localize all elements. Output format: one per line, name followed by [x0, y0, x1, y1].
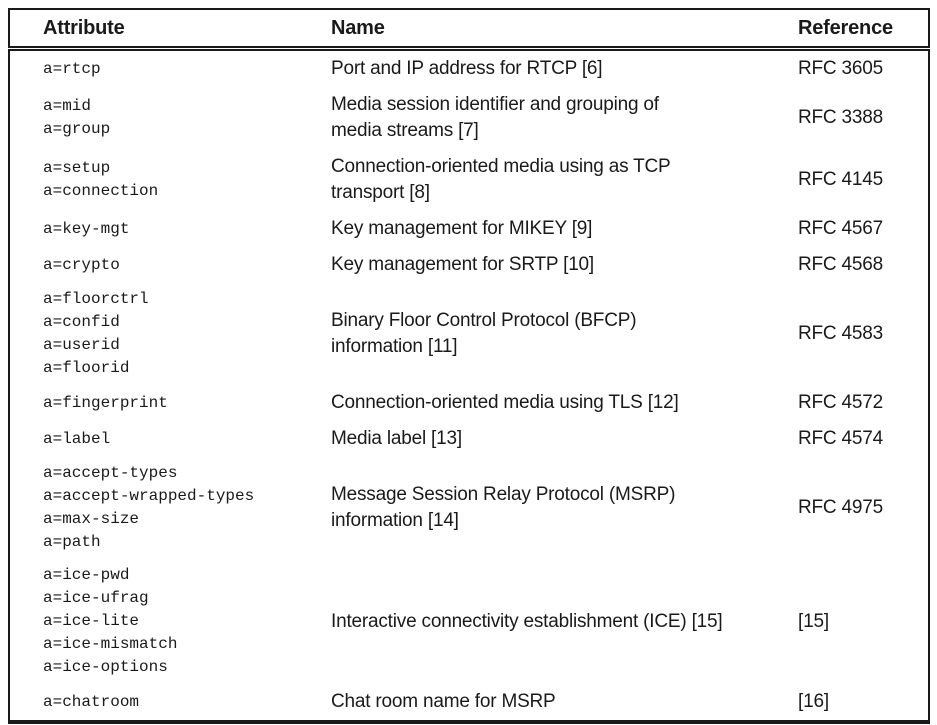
name-text-line: Key management for MIKEY [9]: [331, 218, 593, 239]
table-row: a=mid a=group Media session identifier an…: [9, 87, 929, 149]
attribute-code: a=ice-pwd: [43, 566, 130, 584]
cell-name: Media label [13]: [331, 421, 798, 457]
attribute-code: a=fingerprint: [43, 393, 168, 412]
name-text-line: Binary Floor Control Protocol (BFCP): [331, 310, 637, 331]
sdp-attribute-table: Attribute Name Reference a=rtcp Port and…: [8, 8, 930, 724]
table-row: a=setup a=connection Connection-oriented …: [9, 149, 929, 211]
name-text-line: Media label [13]: [331, 428, 462, 449]
name-text-line: Connection-oriented media using TLS [12]: [331, 392, 679, 413]
column-header-name: Name: [331, 9, 798, 51]
cell-reference: [15]: [798, 610, 829, 632]
table-row: a=chatroom Chat room name for MSRP [16]: [9, 684, 929, 722]
cell-name: Chat room name for MSRP: [331, 684, 798, 722]
cell-attribute: a=setup a=connection: [9, 149, 331, 211]
name-text-line: Media session identifier and grouping of: [331, 94, 659, 115]
table-header: Attribute Name Reference: [9, 9, 929, 51]
cell-attribute: a=crypto: [9, 247, 331, 283]
attribute-code: a=confid: [43, 313, 120, 331]
cell-reference: RFC 4145: [798, 169, 883, 190]
header-row: Attribute Name Reference: [9, 9, 929, 51]
cell-name: Media session identifier and grouping of…: [331, 87, 798, 149]
attribute-code: a=chatroom: [43, 692, 140, 711]
cell-name: Connection-oriented media using as TCP tr…: [331, 149, 798, 211]
cell-name: Interactive connectivity establishment (…: [331, 559, 798, 684]
cell-attribute: a=ice-pwd a=ice-ufrag a=ice-lite a=ice-mism…: [9, 559, 331, 684]
attribute-code: a=max-size: [43, 510, 140, 528]
table-row: a=floorctrl a=confid a=userid a=floorid Bin…: [9, 283, 929, 385]
cell-name: Message Session Relay Protocol (MSRP) inf…: [331, 457, 798, 559]
attribute-code: a=mid: [43, 97, 92, 115]
attribute-code: a=group: [43, 120, 111, 138]
name-text-line: media streams [7]: [331, 120, 479, 141]
cell-reference: RFC 4583: [798, 323, 883, 344]
attribute-code: a=setup: [43, 159, 111, 177]
cell-attribute: a=rtcp: [9, 49, 331, 88]
cell-reference: [16]: [798, 691, 829, 712]
table-row: a=rtcp Port and IP address for RTCP [6] …: [9, 49, 929, 88]
attribute-code: a=ice-ufrag: [43, 589, 149, 607]
table-row: a=accept-types a=accept-wrapped-types a=ma…: [9, 457, 929, 559]
column-header-attribute: Attribute: [9, 9, 331, 51]
attribute-code: a=ice-lite: [43, 612, 140, 630]
cell-reference: RFC 4572: [798, 392, 883, 413]
cell-reference: RFC 4975: [798, 497, 883, 518]
attribute-code: a=crypto: [43, 255, 120, 274]
attribute-code: a=path: [43, 533, 101, 551]
attribute-code: a=connection: [43, 182, 159, 200]
attribute-code: a=accept-types: [43, 464, 178, 482]
cell-reference: RFC 3605: [798, 58, 883, 79]
table-row: a=crypto Key management for SRTP [10] RF…: [9, 247, 929, 283]
cell-attribute: a=chatroom: [9, 684, 331, 722]
attribute-code: a=rtcp: [43, 59, 101, 78]
attribute-code: a=floorid: [43, 359, 130, 377]
cell-name: Connection-oriented media using TLS [12]: [331, 385, 798, 421]
cell-reference: RFC 3388: [798, 107, 883, 128]
name-text-line: information [14]: [331, 510, 459, 531]
column-header-reference: Reference: [798, 9, 929, 51]
cell-attribute: a=label: [9, 421, 331, 457]
attribute-code: a=key-mgt: [43, 219, 130, 238]
cell-reference: RFC 4574: [798, 428, 883, 449]
name-text-line: Port and IP address for RTCP [6]: [331, 58, 603, 79]
cell-name: Key management for SRTP [10]: [331, 247, 798, 283]
attribute-code: a=ice-mismatch: [43, 635, 178, 653]
cell-reference: RFC 4567: [798, 218, 883, 239]
name-text-line: transport [8]: [331, 182, 430, 203]
name-text-line: Chat room name for MSRP: [331, 691, 556, 712]
name-text-line: Message Session Relay Protocol (MSRP): [331, 484, 676, 505]
cell-attribute: a=key-mgt: [9, 211, 331, 247]
attribute-code: a=ice-options: [43, 658, 168, 676]
name-text-line: Connection-oriented media using as TCP: [331, 156, 671, 177]
name-text-line: Interactive connectivity establishment (…: [331, 610, 723, 632]
attribute-code: a=floorctrl: [43, 290, 149, 308]
table-row: a=key-mgt Key management for MIKEY [9] R…: [9, 211, 929, 247]
attribute-code: a=userid: [43, 336, 120, 354]
cell-name: Binary Floor Control Protocol (BFCP) info…: [331, 283, 798, 385]
table-row: a=label Media label [13] RFC 4574: [9, 421, 929, 457]
cell-attribute: a=mid a=group: [9, 87, 331, 149]
cell-attribute: a=accept-types a=accept-wrapped-types a=ma…: [9, 457, 331, 559]
cell-name: Key management for MIKEY [9]: [331, 211, 798, 247]
cell-name: Port and IP address for RTCP [6]: [331, 49, 798, 88]
table-row: a=fingerprint Connection-oriented media …: [9, 385, 929, 421]
attribute-code: a=accept-wrapped-types: [43, 487, 255, 505]
name-text-line: information [11]: [331, 336, 458, 357]
table-body: a=rtcp Port and IP address for RTCP [6] …: [9, 49, 929, 723]
attribute-code: a=label: [43, 429, 111, 448]
name-text-line: Key management for SRTP [10]: [331, 254, 595, 275]
cell-attribute: a=floorctrl a=confid a=userid a=floorid: [9, 283, 331, 385]
cell-attribute: a=fingerprint: [9, 385, 331, 421]
table-row: a=ice-pwd a=ice-ufrag a=ice-lite a=ice-mism…: [9, 559, 929, 684]
cell-reference: RFC 4568: [798, 254, 883, 275]
